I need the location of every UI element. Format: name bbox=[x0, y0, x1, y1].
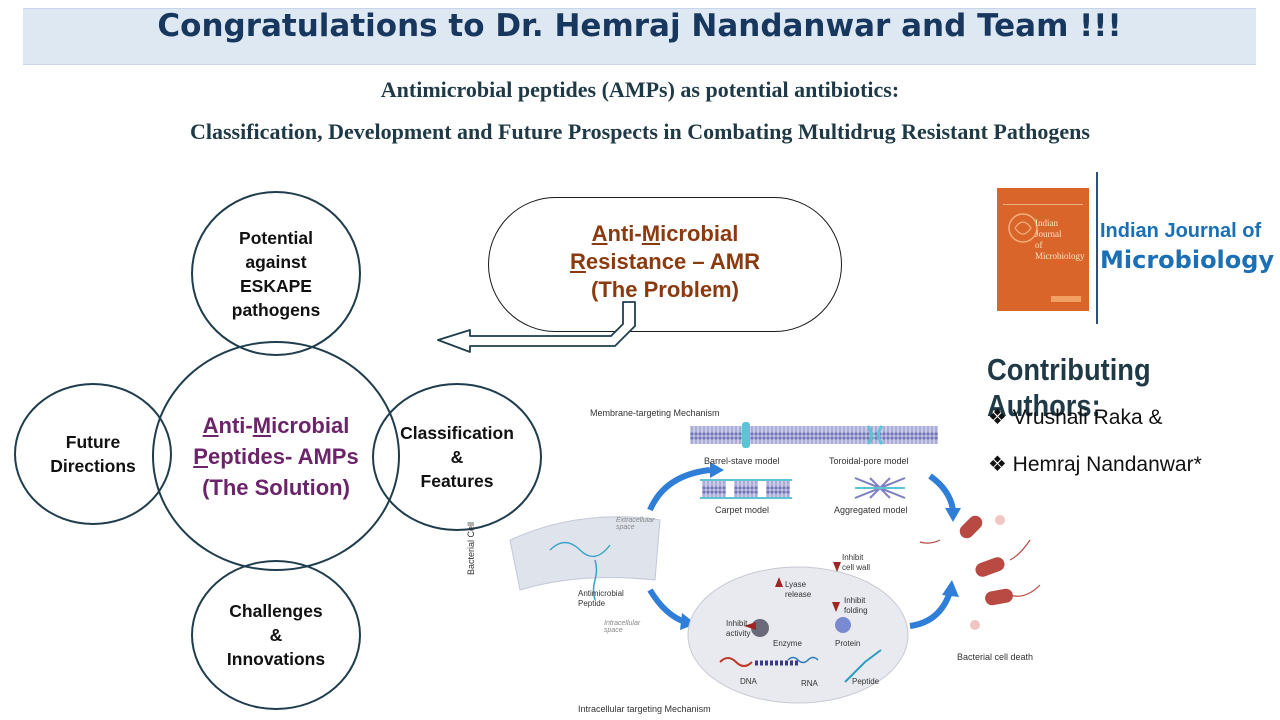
journal-divider bbox=[1096, 172, 1098, 324]
diamond-bullet-icon: ❖ bbox=[988, 406, 1007, 429]
protein-label: Protein bbox=[835, 639, 861, 648]
header-title: Congratulations to Dr. Hemraj Nandanwar … bbox=[157, 8, 1122, 44]
journal-cover-image: Indian Journal of Microbiology bbox=[997, 188, 1089, 311]
peptide-label: Peptide bbox=[852, 677, 880, 686]
toroidal-pore-label: Toroidal-pore model bbox=[829, 456, 909, 466]
cover-text-4: Microbiology bbox=[1035, 251, 1085, 261]
article-title-line-1: Antimicrobial peptides (AMPs) as potenti… bbox=[380, 77, 900, 102]
extracellular-label: Extracellular space bbox=[616, 517, 655, 531]
enzyme-label: Enzyme bbox=[773, 639, 802, 648]
rna-label: RNA bbox=[801, 679, 818, 688]
amr-problem-label: Anti-Microbial Resistance – AMR (The Pro… bbox=[570, 221, 760, 302]
mechanism-figure bbox=[509, 422, 1041, 704]
intracellular-label: Intracellular space bbox=[604, 620, 641, 634]
author-1: ❖ Vrushali Raka & bbox=[988, 406, 1163, 429]
header-banner bbox=[23, 8, 1256, 65]
dna-label: DNA bbox=[740, 677, 757, 686]
circle-amp-solution: Anti-Microbial Peptides- AMPs (The Solut… bbox=[152, 341, 400, 571]
barrel-stave-membrane bbox=[690, 426, 815, 444]
carpet-label: Carpet model bbox=[715, 505, 770, 515]
intracellular-cell bbox=[687, 566, 909, 704]
cover-text-1: Indian bbox=[1035, 218, 1058, 228]
amr-problem-box bbox=[488, 197, 842, 332]
problem-to-solution-arrow bbox=[437, 301, 636, 353]
barrel-stave-label: Barrel-stave model bbox=[704, 456, 780, 466]
aggregated-label: Aggregated model bbox=[834, 505, 908, 515]
cover-text-3: of bbox=[1035, 240, 1043, 250]
bacteria-icon bbox=[919, 515, 1041, 630]
article-title-line-2: Classification, Development and Future P… bbox=[190, 119, 1090, 144]
toroidal-pore-membrane bbox=[810, 426, 938, 444]
author-2: ❖ Hemraj Nandanwar* bbox=[988, 453, 1202, 476]
bacterial-cell-label: Bacterial Cell bbox=[466, 521, 476, 575]
journal-name-line-1: Indian Journal of bbox=[1100, 220, 1262, 242]
membrane-mechanism-title: Membrane-targeting Mechanism bbox=[590, 408, 720, 418]
cell-death-label: Bacterial cell death bbox=[957, 652, 1034, 662]
intracellular-mechanism-title: Intracellular targeting Mechanism bbox=[578, 704, 711, 714]
diamond-bullet-icon: ❖ bbox=[988, 453, 1007, 476]
cover-text-2: Journal bbox=[1035, 229, 1062, 239]
authors-heading: Contributing Authors: bbox=[987, 352, 1151, 423]
journal-name-line-2: Microbiology bbox=[1100, 246, 1275, 274]
circle-challenges: Challenges&Innovations bbox=[191, 560, 361, 710]
